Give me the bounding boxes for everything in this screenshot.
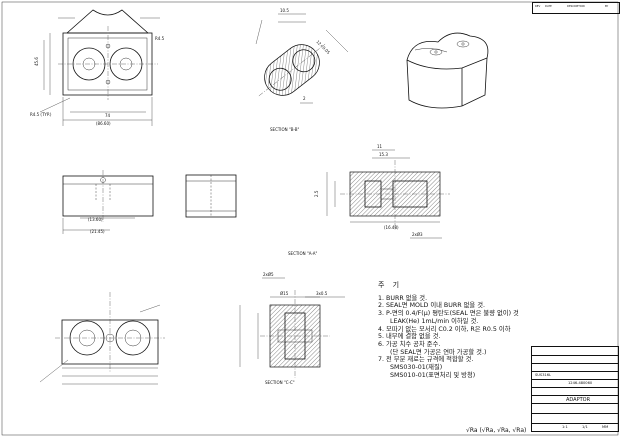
general-notes: 주 기 1. BURR 없을 것. 2. SEAL면 MOLD 이내 BURR … xyxy=(378,281,519,379)
dim-2: 2 xyxy=(303,96,306,101)
dim-2-5: 2.5 xyxy=(314,190,319,197)
bottom-view xyxy=(39,292,165,385)
dim-r4-5: R4.5 xyxy=(155,36,165,41)
label-section-b-b: SECTION "B-B" xyxy=(270,127,300,132)
surface-finish-symbols: √Ra (√Ra, √Ra, √Ra) xyxy=(466,427,526,434)
dim-16-48: (16.48) xyxy=(384,225,399,230)
note-item: 6. 가공 치수 공차 준수. xyxy=(378,340,441,348)
title-units: MM xyxy=(602,425,609,429)
dim-11: 11 xyxy=(377,144,383,149)
dim-13-60: (13.60) xyxy=(88,217,103,222)
notes-title: 주 기 xyxy=(378,281,403,289)
label-section-a-a: SECTION "A-A" xyxy=(288,251,317,256)
note-item: 7. 전 부분 재료는 규격에 적합할 것. xyxy=(378,356,474,364)
dim-45-6: 45.6 xyxy=(34,57,39,66)
dim-12: 12+0.05 xyxy=(315,39,331,55)
note-item: 4. 모따기 없는 모서리 C0.2 이하, R은 R0.5 이하 xyxy=(378,325,511,333)
section-c-c: 2xØ5 Ø15 3x0.5 SECTION "C-C" xyxy=(239,272,345,385)
title-block: SUS316L 1246-480060 ADAPTOR 1:1 1/1 MM xyxy=(531,346,619,432)
dim-15-3: 15.3 xyxy=(379,152,388,157)
rev-header-date: DATE xyxy=(545,5,552,8)
title-drawing-no: 1246-480060 xyxy=(568,381,593,385)
title-material: SUS316L xyxy=(535,373,552,377)
dim-2xd5: 2xØ5 xyxy=(263,272,274,277)
top-view: 74 (86.60) 45.6 R4.5 R4.5 (TYP.) xyxy=(30,9,165,126)
section-a-a: 11 15.3 2.5 2xØ3 (16.48) SECTION "A-A" xyxy=(288,144,450,256)
note-item: 1. BURR 없을 것. xyxy=(378,294,428,302)
section-b-b: 10.5 12+0.05 2 SECTION "B-B" xyxy=(255,8,349,132)
dim-10-5: 10.5 xyxy=(280,8,289,13)
note-item: 2. SEAL면 MOLD 이내 BURR 없을 것. xyxy=(378,302,485,310)
note-item: 5. 내부에 결함 없을 것. xyxy=(378,333,441,341)
rev-header-rev: REV xyxy=(535,5,541,8)
dim-3x0-5: 3x0.5 xyxy=(316,291,328,296)
title-scale: 1:1 xyxy=(562,425,568,429)
dim-d15: Ø15 xyxy=(280,291,289,296)
rev-header-by: BY xyxy=(605,5,609,8)
dim-21-45: (21.45) xyxy=(90,229,105,234)
side-view xyxy=(185,174,237,218)
revision-block: REV DATE DESCRIPTION BY xyxy=(532,2,620,14)
title-sheet: 1/1 xyxy=(582,425,588,429)
label-section-c-c: SECTION "C-C" xyxy=(265,380,295,385)
isometric-view xyxy=(406,32,489,109)
note-item: LEAK(He) 1mL/min 이하일 것. xyxy=(390,317,479,325)
title-part-name: ADAPTOR xyxy=(566,397,591,403)
dim-2xd3: 2xØ3 xyxy=(412,232,423,237)
dim-86-60: (86.60) xyxy=(96,121,111,126)
dim-74: 74 xyxy=(105,113,111,118)
note-item: SMS030-01(재질) xyxy=(390,364,443,372)
note-item: (단 SEAL면 가공은 연마 가공할 것.) xyxy=(390,348,487,356)
note-item: SMS010-01(표면처리 및 방청) xyxy=(390,371,476,379)
front-view: (21.45) (13.60) xyxy=(62,170,154,234)
rev-header-description: DESCRIPTION xyxy=(567,5,585,8)
note-item: 3. P-면의 0.4/F(μ) 평탄도(SEAL 면은 불량 없이) 것 xyxy=(378,310,519,318)
dim-r4-5-typ: R4.5 (TYP.) xyxy=(30,112,52,117)
